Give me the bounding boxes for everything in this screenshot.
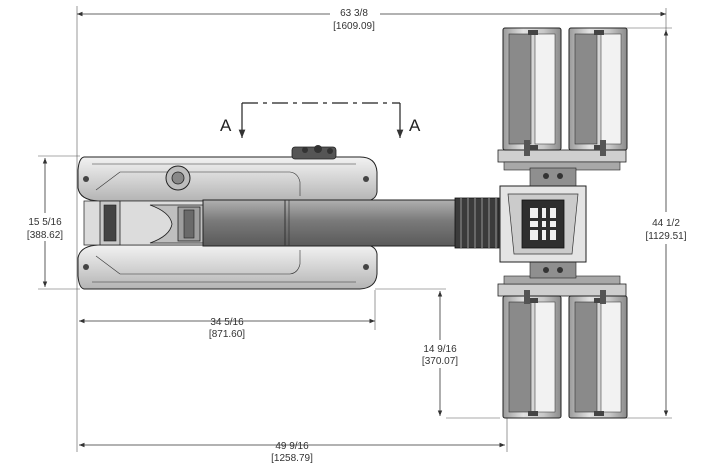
offset-height-imperial: 14 9/16	[423, 344, 457, 355]
body-height-imperial: 15 5/16	[28, 217, 62, 228]
offset-height-metric: [370.07]	[422, 356, 458, 367]
overall-width-imperial: 44 1/2	[652, 218, 680, 229]
dimension-body-length: 34 5/16 [871.60]	[79, 317, 375, 340]
pivot-length-metric: [1258.79]	[271, 453, 313, 464]
boom-arm	[149, 197, 500, 249]
body-length-imperial: 34 5/16	[210, 317, 244, 328]
pivot-length-imperial: 49 9/16	[275, 441, 309, 452]
overall-length-metric: [1609.09]	[333, 21, 375, 32]
dimension-overall-length: 63 3/8 [1609.09]	[77, 8, 666, 32]
lamp-panel-top-left	[502, 27, 562, 151]
dimension-overall-width: 44 1/2 [1129.51]	[646, 30, 687, 416]
lamp-panel-top-right	[568, 27, 628, 151]
section-label-right: A	[409, 116, 421, 135]
logo-icon	[530, 208, 556, 240]
body-height-metric: [388.62]	[27, 230, 63, 241]
panel-brackets	[524, 140, 606, 304]
lamp-panel-bottom-right	[568, 295, 628, 419]
dimension-pivot-length: 49 9/16 [1258.79]	[79, 441, 505, 464]
section-line-a-a: A A	[220, 102, 421, 138]
dimension-offset-height: 14 9/16 [370.07]	[422, 291, 458, 416]
lamp-panel-bottom-left	[502, 295, 562, 419]
section-label-left: A	[220, 116, 232, 135]
dimension-body-height: 15 5/16 [388.62]	[27, 158, 63, 287]
body-length-metric: [871.60]	[209, 329, 245, 340]
overall-width-metric: [1129.51]	[646, 231, 687, 242]
overall-length-imperial: 63 3/8	[340, 8, 368, 19]
light-head	[497, 149, 627, 297]
